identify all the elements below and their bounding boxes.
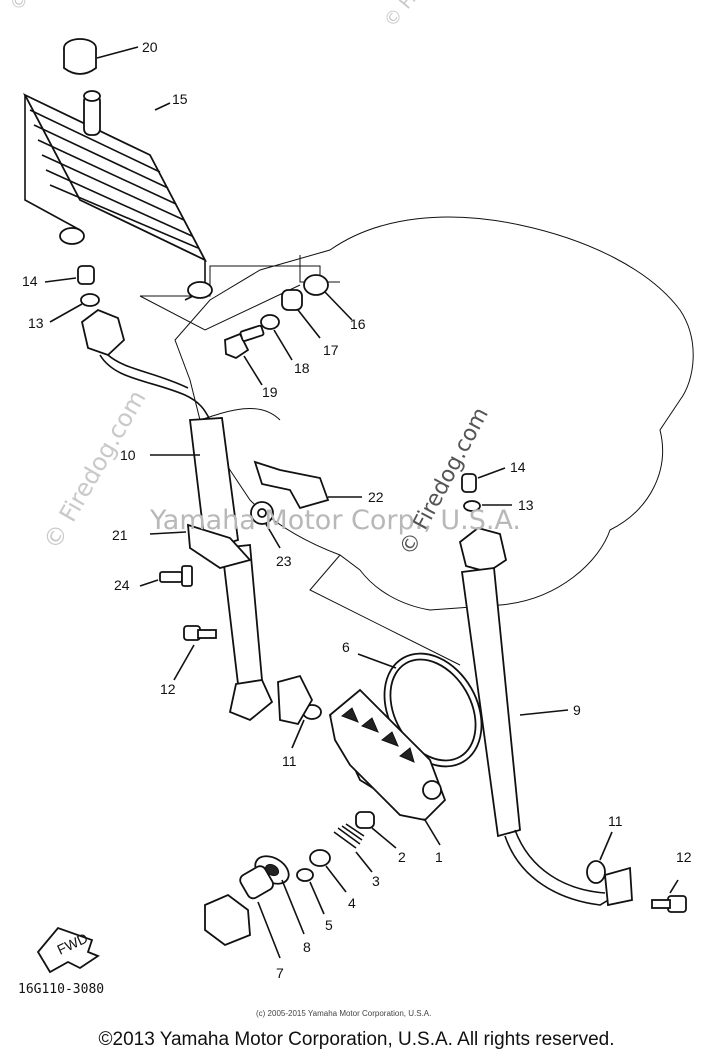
part-14-13-right (461, 467, 512, 512)
diagram-code: 16G110-3080 (18, 982, 105, 997)
callout-13-right: 13 (518, 497, 534, 513)
part-19-bolt (224, 324, 265, 386)
callout-8: 8 (303, 939, 311, 955)
part-3-spring (333, 823, 373, 873)
fine-print: (c) 2005-2015 Yamaha Motor Corporation, … (256, 1009, 432, 1018)
callout-3: 3 (372, 873, 380, 889)
callout-21: 21 (112, 527, 128, 543)
part-7-union-bolt (204, 865, 281, 959)
callout-23: 23 (276, 553, 292, 569)
callout-14-upper: 14 (22, 273, 38, 289)
callout-16: 16 (350, 316, 366, 332)
callout-labels: 20 15 14 13 16 17 18 19 10 14 13 22 21 2… (22, 39, 692, 981)
callout-15: 15 (172, 91, 188, 107)
part-21-clamp (149, 523, 252, 569)
callout-17: 17 (323, 342, 339, 358)
part-10-hose (80, 308, 274, 722)
part-17-collar (281, 289, 321, 339)
callout-12-left: 12 (160, 681, 176, 697)
part-12-left (173, 625, 314, 726)
callout-22: 22 (368, 489, 384, 505)
callout-18: 18 (294, 360, 310, 376)
callout-11-right: 11 (608, 813, 623, 829)
callout-7: 7 (276, 965, 284, 981)
part-15-oil-cooler (22, 90, 213, 301)
callout-2: 2 (398, 849, 406, 865)
part-9-hose (458, 527, 633, 907)
part-12-right (651, 879, 687, 913)
part-23-nut (250, 501, 281, 549)
part-5-washer (296, 868, 325, 915)
part-18-washer (260, 314, 293, 361)
part-1-housing (328, 688, 447, 846)
callout-13-upper: 13 (28, 315, 44, 331)
callout-11-left: 11 (282, 753, 297, 769)
part-2-plug (355, 811, 397, 849)
callout-10: 10 (120, 447, 136, 463)
part-20-cap (63, 38, 139, 75)
callout-20: 20 (142, 39, 158, 55)
callout-24: 24 (114, 577, 130, 593)
fwd-arrow-icon: FWD (36, 926, 100, 974)
callout-1: 1 (435, 849, 443, 865)
callout-14-right: 14 (510, 459, 526, 475)
part-4-valve (309, 849, 347, 893)
callout-9: 9 (573, 702, 581, 718)
callout-5: 5 (325, 917, 333, 933)
callout-12-right: 12 (676, 849, 692, 865)
part-16-sleeve (303, 274, 353, 321)
callout-4: 4 (348, 895, 356, 911)
callout-19: 19 (262, 384, 278, 400)
part-11-right (586, 831, 613, 884)
part-14-13-upper (44, 265, 100, 323)
callout-6: 6 (342, 639, 350, 655)
copyright-notice: ©2013 Yamaha Motor Corporation, U.S.A. A… (98, 1029, 615, 1050)
part-24-bolt (139, 565, 193, 587)
part-22-bracket (253, 460, 362, 510)
